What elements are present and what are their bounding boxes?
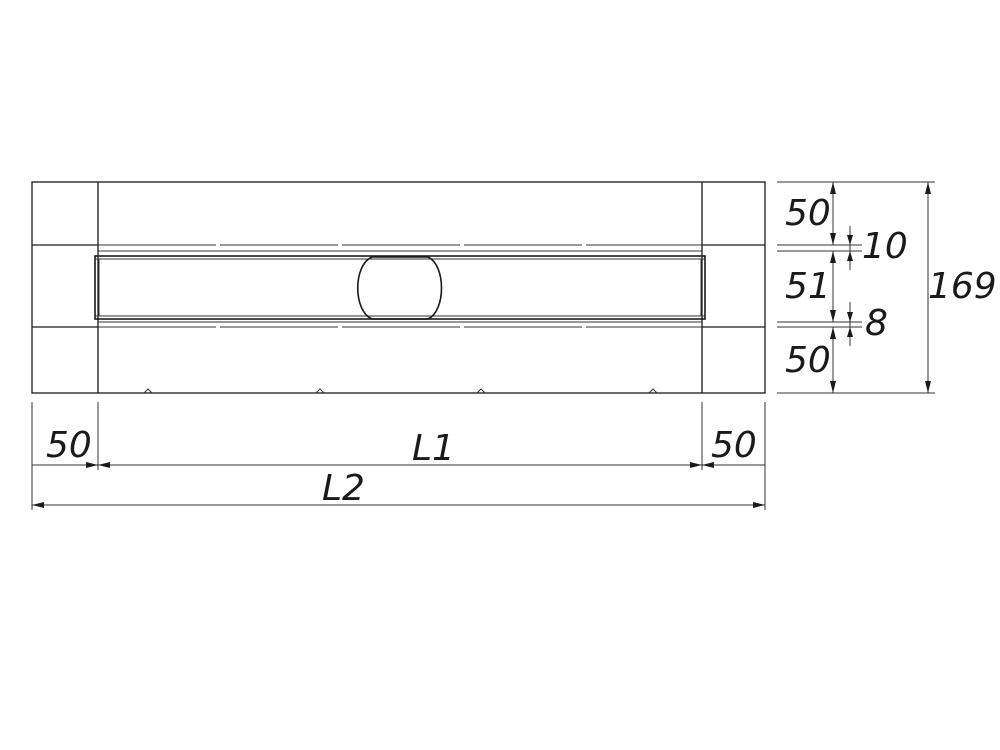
outlet-oval [356,256,443,320]
dim-lower-height: 50 [785,340,831,381]
end-section-lines [32,244,765,328]
dim-right-margin: 50 [711,425,757,466]
dim-total-height: 169 [928,266,997,307]
dim-top-band: 10 [862,226,908,267]
dim-l1: L1 [412,428,455,469]
dim-bottom-band: 8 [865,303,888,344]
dim-l2: L2 [322,468,365,509]
vertical-dimensions [777,181,935,394]
feet-marks [143,388,658,394]
horizontal-dimensions [31,402,766,510]
band-lines [98,244,702,328]
drain-channel [94,255,706,320]
dim-left-margin: 50 [46,425,92,466]
dim-channel-height: 51 [785,266,831,307]
dim-upper-height: 50 [785,193,831,234]
body-outline [31,181,766,394]
